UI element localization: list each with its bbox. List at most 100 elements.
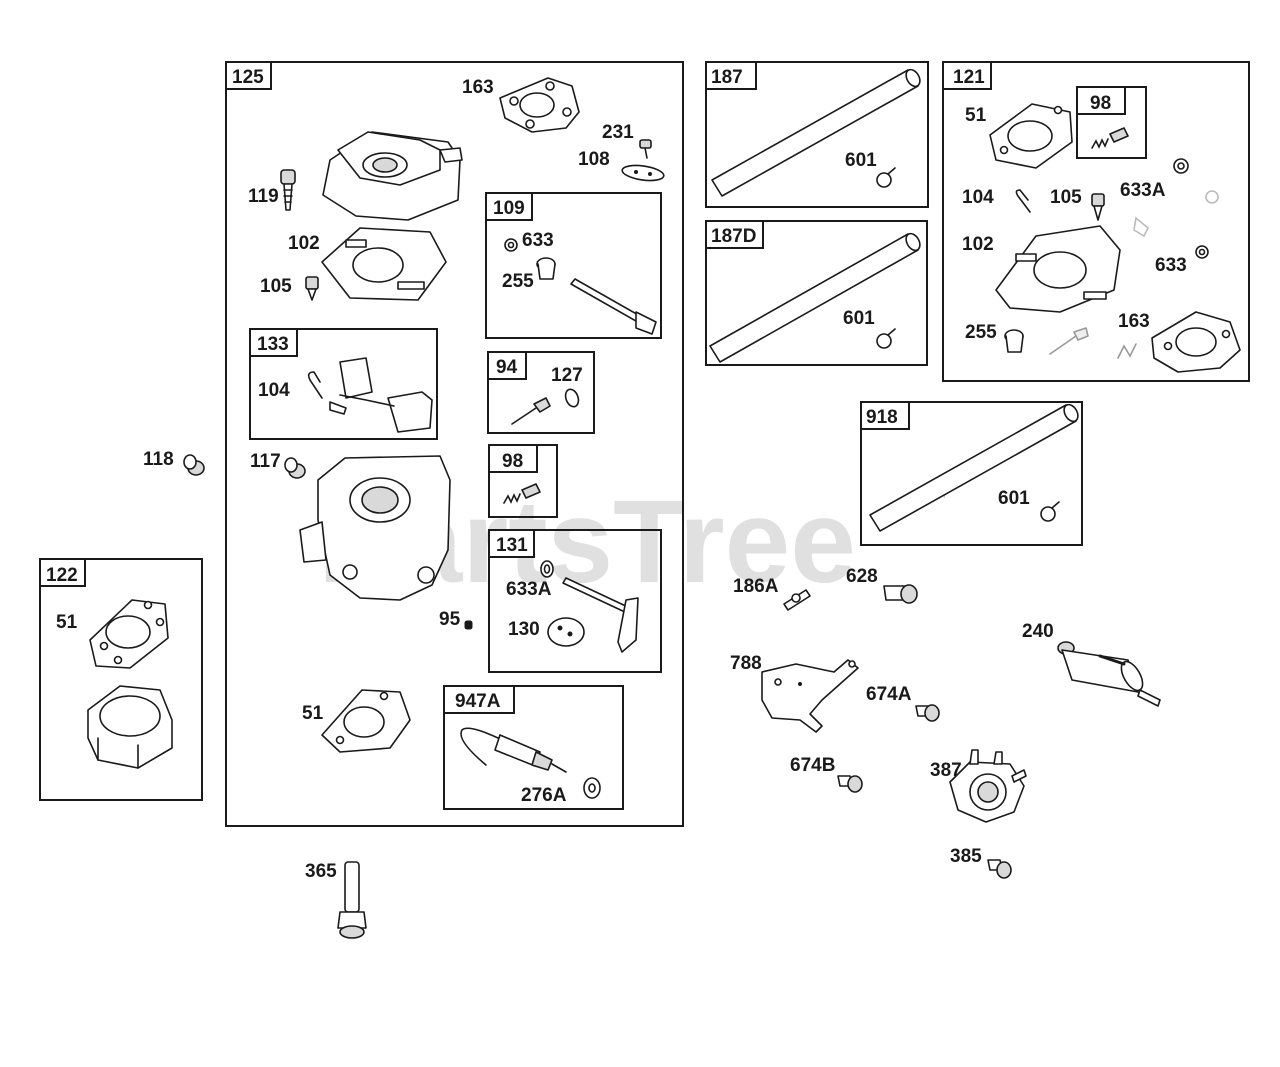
part-674B-screw[interactable]: [837, 775, 863, 793]
label-130: 130: [508, 619, 540, 640]
label-601: 601: [998, 488, 1030, 509]
kit-box-187[interactable]: 187: [705, 61, 929, 208]
part-95-screw[interactable]: [464, 620, 473, 630]
part-109-throttle-shaft[interactable]: [570, 278, 657, 335]
part-carburetor-upper-body[interactable]: [322, 131, 463, 221]
kit-box-94-label: 94: [496, 357, 518, 378]
kit-box-133[interactable]: 133: [249, 328, 438, 440]
part-918-fuel-line[interactable]: [869, 402, 1081, 532]
label-102: 102: [962, 234, 994, 255]
label-119: 119: [248, 186, 279, 207]
label-674B: 674B: [790, 755, 835, 776]
part-102-gasket[interactable]: [995, 225, 1121, 313]
part-51-gasket-122[interactable]: [89, 599, 169, 669]
label-385: 385: [950, 846, 982, 867]
part-104-hinge-pin[interactable]: [1015, 189, 1031, 213]
part-187-fuel-line[interactable]: [711, 67, 923, 197]
part-633A-seal[interactable]: [540, 560, 554, 578]
label-365: 365: [305, 861, 337, 882]
part-628-bolt[interactable]: [883, 584, 918, 604]
kit-box-918-label: 918: [866, 407, 898, 428]
part-601-clamp[interactable]: [1040, 501, 1060, 522]
label-51: 51: [302, 703, 324, 724]
part-118-plug[interactable]: [183, 454, 205, 476]
part-idle-needle[interactable]: [1049, 327, 1089, 355]
part-127-o-ring[interactable]: [563, 387, 580, 408]
label-95: 95: [439, 609, 461, 630]
kit-box-947A[interactable]: 947A: [443, 685, 624, 810]
part-51-gasket[interactable]: [321, 689, 411, 753]
kit-box-94[interactable]: 94: [487, 351, 595, 434]
part-240-fuel-filter[interactable]: [1057, 641, 1161, 707]
part-601-clamp[interactable]: [876, 328, 896, 349]
label-105: 105: [260, 276, 292, 297]
part-122-spacer[interactable]: [87, 685, 173, 769]
kit-box-125[interactable]: 125: [225, 61, 684, 827]
label-163: 163: [462, 77, 494, 98]
part-601-clamp[interactable]: [876, 167, 896, 188]
kit-box-187D[interactable]: 187D: [705, 220, 928, 366]
label-633A: 633A: [1120, 180, 1166, 201]
label-255: 255: [502, 271, 534, 292]
part-133-float[interactable]: [329, 357, 433, 433]
kit-box-109-label: 109: [493, 198, 525, 219]
label-674A: 674A: [866, 684, 912, 705]
label-276A: 276A: [521, 785, 567, 806]
part-102-gasket[interactable]: [321, 227, 447, 301]
label-163: 163: [1118, 311, 1150, 332]
kit-box-98-kit[interactable]: 98: [1076, 86, 1147, 159]
part-385-screw[interactable]: [987, 859, 1012, 879]
part-231-screw[interactable]: [639, 139, 652, 159]
part-365-bolt[interactable]: [337, 861, 367, 939]
part-131-choke-shaft[interactable]: [562, 577, 639, 653]
part-186A-fitting[interactable]: [783, 589, 811, 611]
part-spring[interactable]: [1117, 343, 1137, 359]
part-163-gasket[interactable]: [1151, 311, 1241, 373]
kit-box-187-label: 187: [711, 67, 743, 88]
kit-box-131-label: 131: [496, 535, 528, 556]
part-255-bushing[interactable]: [536, 257, 556, 280]
label-108: 108: [578, 149, 610, 170]
part-108-plate[interactable]: [621, 163, 665, 183]
kit-box-122[interactable]: 122: [39, 558, 203, 801]
part-94-idle-screw[interactable]: [511, 397, 551, 425]
part-947A-fuel-solenoid[interactable]: [460, 727, 567, 773]
part-carburetor-body[interactable]: [299, 455, 451, 601]
part-387-fuel-pump[interactable]: [949, 749, 1027, 823]
kit-box-109[interactable]: 109: [485, 192, 662, 339]
part-119-screw[interactable]: [280, 169, 296, 211]
part-633-washer[interactable]: [1173, 158, 1189, 174]
part-788-bracket[interactable]: [761, 659, 859, 733]
kit-box-121[interactable]: 121: [942, 61, 1250, 382]
part-633A-seal[interactable]: [1133, 190, 1219, 238]
kit-box-133-label: 133: [257, 334, 289, 355]
part-105-float-needle[interactable]: [305, 276, 319, 301]
part-117-plug[interactable]: [284, 457, 306, 479]
part-633-washer[interactable]: [1195, 245, 1209, 259]
kit-box-122-label: 122: [46, 565, 78, 586]
label-51: 51: [965, 105, 987, 126]
part-187D-fuel-line[interactable]: [709, 231, 923, 363]
part-105-float-needle[interactable]: [1091, 193, 1105, 221]
part-276A-washer[interactable]: [583, 777, 601, 799]
label-788: 788: [730, 653, 762, 674]
part-98-spring-screw[interactable]: [503, 483, 541, 504]
part-130-choke-plate[interactable]: [547, 617, 585, 647]
label-186A: 186A: [733, 576, 779, 597]
kit-box-98-carb-label: 98: [502, 451, 523, 472]
label-105: 105: [1050, 187, 1082, 208]
kit-box-98-carb[interactable]: 98: [488, 444, 558, 518]
kit-box-121-label: 121: [953, 67, 985, 88]
kit-box-918[interactable]: 918: [860, 401, 1083, 546]
part-98-spring-screw[interactable]: [1091, 127, 1129, 149]
part-633-washer[interactable]: [504, 238, 518, 252]
kit-box-131[interactable]: 131: [488, 529, 662, 673]
part-674A-screw[interactable]: [915, 704, 940, 722]
part-255-bushing[interactable]: [1004, 329, 1024, 353]
kit-box-187D-label: 187D: [711, 226, 756, 247]
part-51-gasket[interactable]: [989, 103, 1073, 169]
part-104-hinge-pin[interactable]: [307, 371, 323, 399]
label-104: 104: [962, 187, 994, 208]
part-163-gasket[interactable]: [499, 77, 580, 133]
